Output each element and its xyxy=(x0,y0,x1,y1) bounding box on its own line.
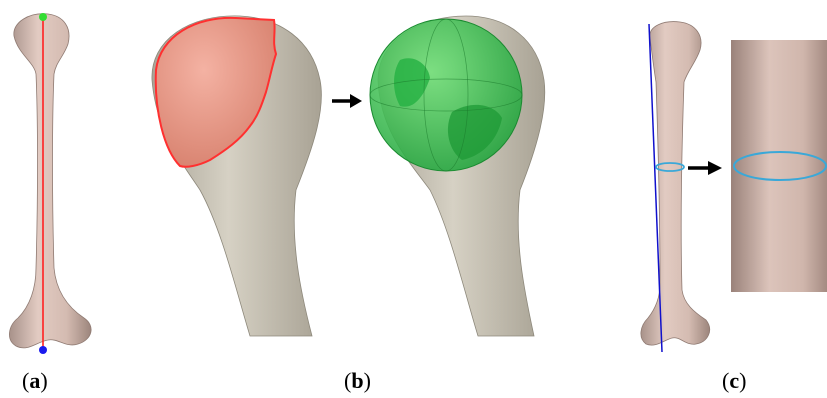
distal-landmark-point xyxy=(39,346,47,354)
zoomed-shaft xyxy=(731,40,827,292)
panel-c-zoom xyxy=(731,40,827,292)
proximal-landmark-point xyxy=(39,13,47,21)
caption-c: (c) xyxy=(722,368,746,394)
caption-a: (a) xyxy=(22,368,48,394)
arrow-c xyxy=(688,161,722,175)
caption-b: (b) xyxy=(344,368,371,394)
panel-c-humerus xyxy=(641,22,710,352)
humerus-bone-a xyxy=(9,14,91,348)
arrow-b xyxy=(332,94,362,108)
fitted-sphere xyxy=(370,19,522,171)
panel-b-head-segmented xyxy=(152,16,321,336)
panel-b-sphere-fit xyxy=(370,16,545,336)
panel-a-humerus xyxy=(9,13,91,354)
